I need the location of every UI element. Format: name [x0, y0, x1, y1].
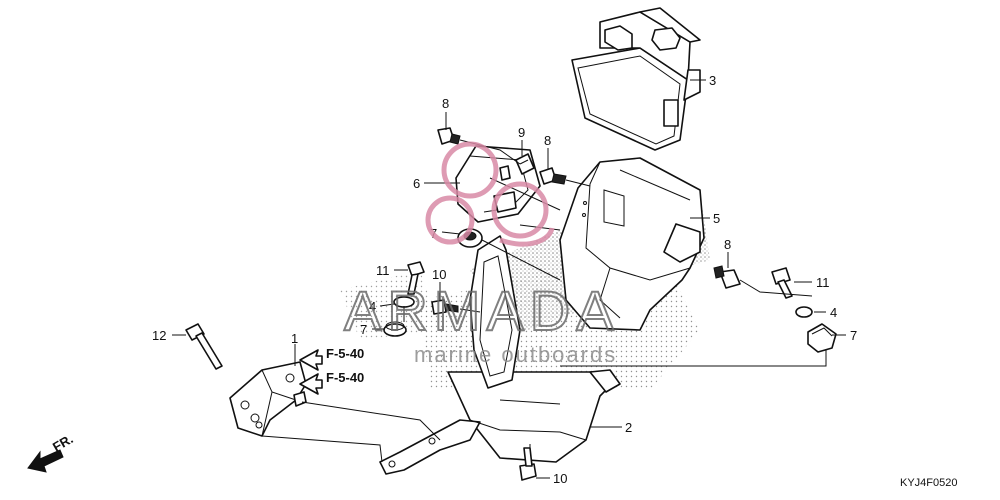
callout-10-lower: 10	[553, 471, 567, 486]
watermark-title: ARMADA	[344, 279, 620, 342]
callout-11-right: 11	[816, 275, 830, 290]
callout-12: 12	[152, 328, 166, 343]
bolt-11-right	[771, 267, 793, 299]
direction-label: FR.	[50, 431, 76, 454]
frame-part-2	[379, 235, 621, 475]
bolt-11-left	[407, 261, 425, 295]
mount-block-part-1	[229, 361, 307, 437]
callout-6: 6	[413, 176, 420, 191]
tray-part-5	[559, 157, 705, 331]
grommet-7-left	[383, 321, 407, 337]
callout-9: 9	[518, 125, 525, 140]
bolt-10-upper	[431, 299, 459, 315]
reference-label-upper[interactable]: F-5-40	[326, 346, 364, 361]
clip-nut-9	[515, 153, 535, 175]
front-direction-arrow	[27, 449, 64, 473]
reference-label-lower[interactable]: F-5-40	[326, 370, 364, 385]
leader-lines	[172, 79, 846, 479]
callout-8-top: 8	[442, 96, 449, 111]
watermark: ARMADA marine outboards	[343, 141, 620, 367]
bolt-8-right	[713, 265, 741, 289]
bolt-8-middle	[539, 167, 567, 185]
collar-4-right	[795, 306, 813, 318]
catalog-code: KYJ4F0520	[900, 477, 957, 489]
watermark-logo-icon	[425, 141, 555, 247]
callout-2: 2	[625, 420, 632, 435]
callout-1: 1	[291, 331, 298, 346]
callout-8-middle: 8	[544, 133, 551, 148]
callout-4-right: 4	[830, 305, 837, 320]
watermark-subtitle: marine outboards	[414, 342, 617, 367]
grommet-7-right	[807, 323, 837, 353]
bolt-12	[185, 323, 223, 370]
bolt-8-top	[437, 127, 461, 145]
callout-labels: 1 2 3 4 4 5 6 7 7 7 8 8 8 9 10 10 11 11 …	[152, 73, 857, 486]
callout-11-left: 11	[376, 263, 390, 278]
callout-10-upper: 10	[432, 267, 446, 282]
callout-3: 3	[709, 73, 716, 88]
bolt-10-lower	[519, 447, 537, 481]
abs-modulator-part	[571, 7, 701, 151]
callout-4-left: 4	[369, 299, 376, 314]
callout-8-right: 8	[724, 237, 731, 252]
callout-7-right: 7	[850, 328, 857, 343]
callout-7-left: 7	[360, 322, 367, 337]
fasteners	[185, 127, 837, 481]
reference-arrows	[299, 349, 323, 395]
callout-5: 5	[713, 211, 720, 226]
